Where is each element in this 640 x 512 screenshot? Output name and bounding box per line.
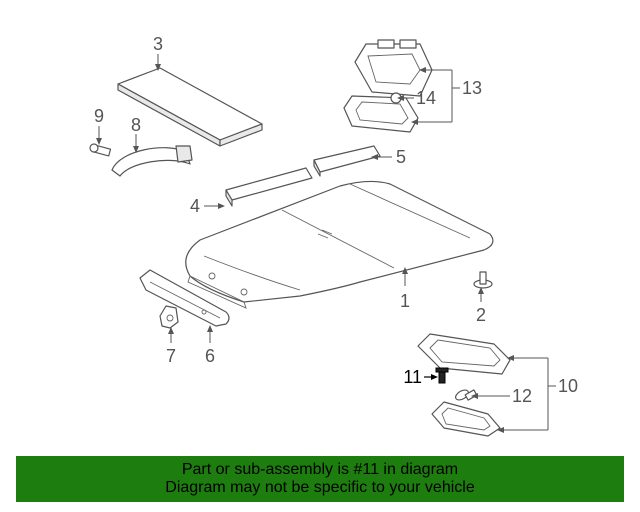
callout-9: 9	[94, 106, 104, 126]
part-10-map-lamp-housing	[417, 333, 511, 375]
callout-1: 1	[400, 291, 410, 311]
callout-7: 7	[166, 346, 176, 366]
part-12-bulb	[455, 389, 478, 401]
part-11-screw	[435, 367, 449, 384]
callout-14: 14	[416, 88, 436, 108]
part-5-right-roof-trim	[313, 145, 381, 177]
callout-12: 12	[512, 386, 532, 406]
callout-5: 5	[396, 147, 406, 167]
part-1-headliner	[185, 180, 494, 309]
part-3-sunshade-panel	[117, 67, 263, 147]
banner-line-2: Diagram may not be specific to your vehi…	[165, 479, 475, 496]
banner-line-1: Part or sub-assembly is #11 in diagram	[181, 461, 459, 478]
callout-3: 3	[153, 34, 163, 54]
callout-11-highlighted: 11	[403, 367, 422, 387]
part-13-dome-lamp-housing	[354, 39, 433, 97]
callout-8: 8	[131, 115, 141, 135]
part-4-left-roof-trim	[225, 167, 313, 207]
part-9-screw	[89, 143, 112, 157]
callout-10: 10	[558, 376, 578, 396]
part-10-map-lamp-lens	[431, 401, 501, 437]
part-14-lamp-lens	[343, 92, 419, 133]
info-banner: Part or sub-assembly is #11 in diagram D…	[16, 456, 624, 502]
part-6-sun-visor	[139, 269, 230, 327]
part-7-visor-holder	[159, 305, 179, 329]
callout-13: 13	[462, 78, 482, 98]
callout-2: 2	[476, 305, 486, 325]
callout-6: 6	[205, 346, 215, 366]
callout-4: 4	[190, 196, 200, 216]
leader-lines	[96, 54, 556, 433]
part-8-assist-grip	[111, 145, 193, 177]
part-2-clip	[473, 271, 493, 289]
